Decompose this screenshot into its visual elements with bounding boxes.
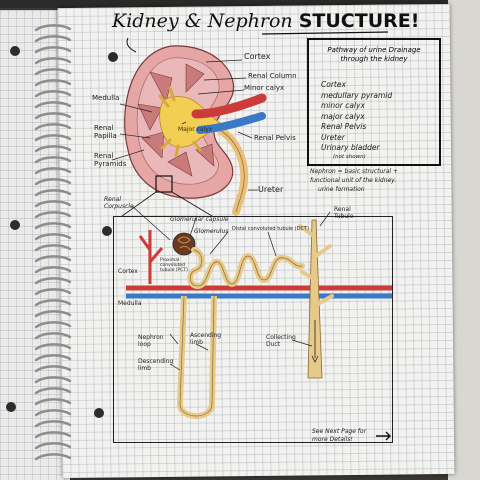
collecting-duct: [307, 219, 323, 379]
title-emphasis: STUCTURE: [298, 10, 411, 32]
title-main: Kidney & Nephron: [112, 10, 293, 32]
pathway-step: Ureter: [321, 132, 345, 142]
label-renal-corpuscle: Renal Corpuscle: [104, 196, 134, 210]
label-collecting-duct: Collecting Duct: [266, 334, 296, 348]
spiral-coil: [34, 90, 72, 98]
spiral-coil: [34, 222, 72, 230]
spiral-coil: [34, 112, 72, 120]
spiral-coil: [34, 79, 72, 87]
label-glomerulus: Glomerulus: [194, 228, 229, 235]
label-medulla: Medulla: [92, 94, 120, 102]
footer-note: See Next Page for more Details!: [312, 428, 367, 443]
label-ureter: Ureter: [258, 185, 284, 194]
spiral-coil: [34, 35, 72, 43]
spiral-coil: [34, 321, 72, 329]
label-medulla-zone: Medulla: [118, 300, 142, 307]
label-minor-calyx: Minor calyx: [244, 84, 285, 92]
spiral-coil: [34, 398, 72, 406]
spiral-coil: [34, 376, 72, 384]
pathway-step: major calyx: [321, 111, 365, 121]
renal-vein: [196, 112, 266, 134]
spiral-coil: [34, 409, 72, 417]
punch-hole: [102, 226, 112, 236]
zoom-region-marker: [155, 175, 173, 193]
page-title: Kidney & Nephron STUCTURE!: [112, 10, 419, 32]
nephron-loop: [176, 295, 217, 419]
label-renal-pelvis: Renal Pelvis: [254, 134, 296, 142]
label-glomerular-capsule: Glomerular capsule: [170, 216, 229, 223]
label-pct: Proximal convoluted tubule (PCT): [160, 258, 188, 273]
spiral-coil: [34, 178, 72, 186]
label-renal-tubule: Renal Tubule: [334, 206, 354, 220]
spiral-coil: [34, 244, 72, 252]
renal-artery: [191, 93, 267, 119]
spiral-coil: [34, 332, 72, 340]
spiral-coil: [34, 431, 72, 439]
spiral-coil: [34, 233, 72, 241]
label-renal-papilla: Renal Papilla: [94, 124, 117, 140]
pathway-note: (not shown): [333, 153, 366, 160]
label-descending-limb: Descending limb: [138, 358, 174, 372]
label-renal-column: Renal Column: [248, 72, 297, 80]
spiral-coil: [34, 277, 72, 285]
label-nephron-loop: Nephron loop: [138, 334, 164, 348]
spiral-coil: [34, 442, 72, 450]
punch-hole: [6, 402, 16, 412]
renal-pyramid: [149, 71, 173, 103]
nephron-definition: Nephron = basic structural + functional …: [310, 168, 399, 193]
punch-hole: [94, 408, 104, 418]
spiral-coil: [34, 266, 72, 274]
spiral-coil: [34, 189, 72, 197]
spiral-coil: [34, 101, 72, 109]
spiral-coil: [34, 167, 72, 175]
pathway-step: medullary pyramid: [321, 90, 393, 100]
label-renal-pyramids: Renal Pyramids: [94, 152, 127, 168]
spiral-coil: [34, 46, 72, 54]
spiral-coil: [34, 310, 72, 318]
spiral-coil: [34, 255, 72, 263]
renal-pyramid: [137, 103, 163, 131]
punch-hole: [10, 220, 20, 230]
pathway-step: minor calyx: [321, 101, 365, 110]
convoluted-tubule: [187, 247, 305, 290]
nephron-diagram-box: [113, 216, 393, 443]
pathway-title: Pathway of urine Drainage through the ki…: [327, 46, 421, 63]
spiral-coil: [34, 57, 72, 65]
pathway-step: Renal Pelvis: [321, 122, 367, 131]
spiral-coil: [34, 134, 72, 142]
spiral-coil: [34, 200, 72, 208]
background-top: [0, 0, 480, 8]
renal-pyramid: [185, 63, 205, 93]
spiral-coil: [34, 299, 72, 307]
spiral-binding: [34, 24, 72, 461]
spiral-coil: [34, 24, 72, 32]
pathway-step: Urinary bladder: [321, 143, 380, 152]
spiral-coil: [34, 354, 72, 362]
label-cortex: Cortex: [244, 52, 271, 61]
spiral-coil: [34, 211, 72, 219]
punch-hole: [108, 52, 118, 62]
label-major-calyx: Major calyx: [178, 126, 213, 133]
label-cortex-zone: Cortex: [118, 268, 138, 275]
label-ascending-limb: Ascending limb: [190, 332, 222, 346]
label-dct: Distal convoluted tubule (DCT): [232, 226, 310, 232]
spiral-coil: [34, 387, 72, 395]
punch-hole: [10, 46, 20, 56]
spiral-coil: [34, 343, 72, 351]
spiral-coil: [34, 145, 72, 153]
spiral-coil: [34, 156, 72, 164]
spiral-coil: [34, 420, 72, 428]
spiral-coil: [34, 123, 72, 131]
urine-pathway-box: Pathway of urine Drainage through the ki…: [307, 38, 441, 166]
spiral-coil: [34, 68, 72, 76]
pathway-list: Cortex medullary pyramid minor calyx maj…: [321, 80, 392, 160]
spiral-coil: [34, 288, 72, 296]
spiral-coil: [34, 365, 72, 373]
spiral-coil: [34, 453, 72, 461]
pathway-step: Cortex: [321, 80, 346, 89]
title-exclamation: !: [410, 10, 420, 32]
